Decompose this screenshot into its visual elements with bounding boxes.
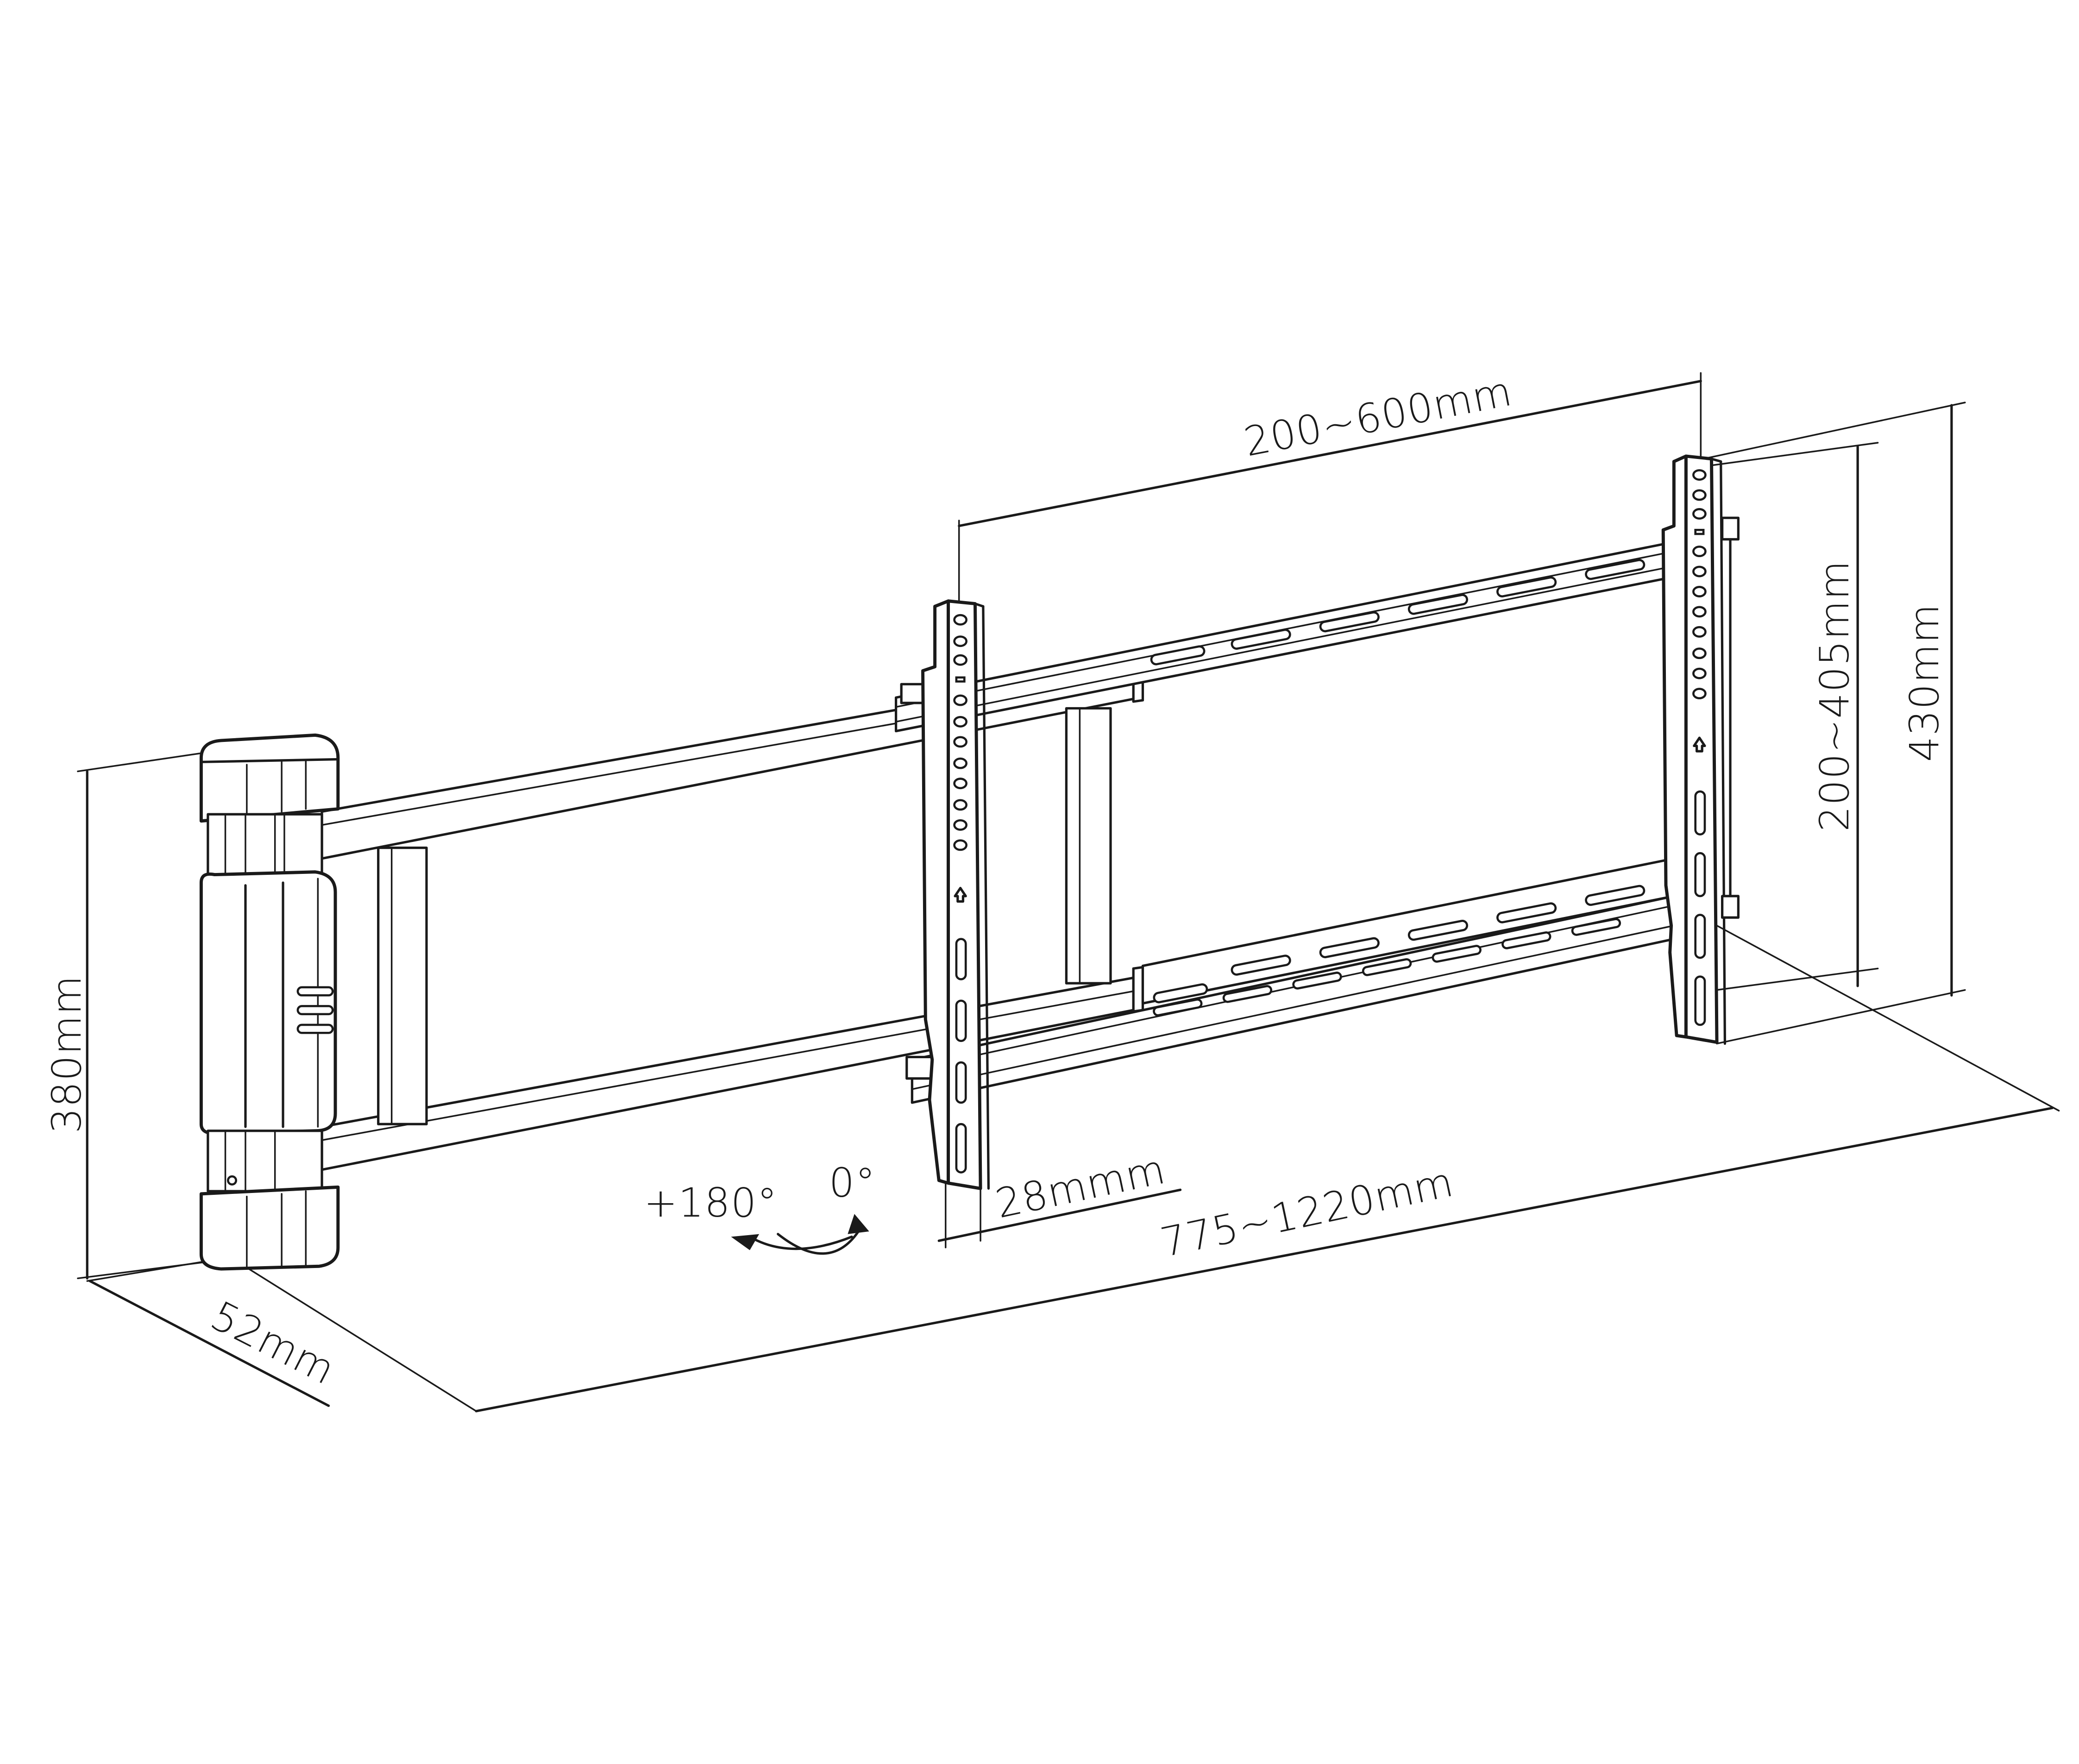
label-bracket-height: 430mm	[1901, 603, 1948, 762]
label-rotation-zero: 0°	[829, 1160, 876, 1206]
rail-slots-top	[1150, 559, 1646, 665]
label-wall-plate-depth: 52mm	[203, 1292, 342, 1394]
rail-slots-bottom	[1153, 885, 1646, 1017]
swing-arm	[320, 661, 1144, 1171]
up-arrow-icon	[1693, 736, 1706, 753]
bracket-holes-right	[1692, 469, 1707, 1026]
horizontal-rail-top	[895, 540, 1675, 733]
up-arrow-icon	[954, 886, 967, 903]
label-vesa-vertical: 200~405mm	[1811, 560, 1858, 832]
vesa-bracket-left	[921, 599, 990, 1190]
horizontal-rail-bottom	[900, 683, 1675, 1104]
curved-double-arrow-icon	[731, 1214, 869, 1255]
label-profile-depth: 28mmm	[992, 1146, 1170, 1227]
dimension-lines	[77, 372, 2060, 1412]
label-vesa-horizontal: 200~600mm	[1240, 368, 1516, 465]
label-rotation-max: +180°	[644, 1180, 778, 1226]
wall-unit	[199, 733, 340, 1271]
bracket-holes-left	[953, 614, 967, 1174]
vesa-bracket-right	[1661, 454, 1740, 1045]
grip-grooves	[296, 986, 334, 1034]
label-wall-plate-height: 380mm	[44, 975, 90, 1133]
